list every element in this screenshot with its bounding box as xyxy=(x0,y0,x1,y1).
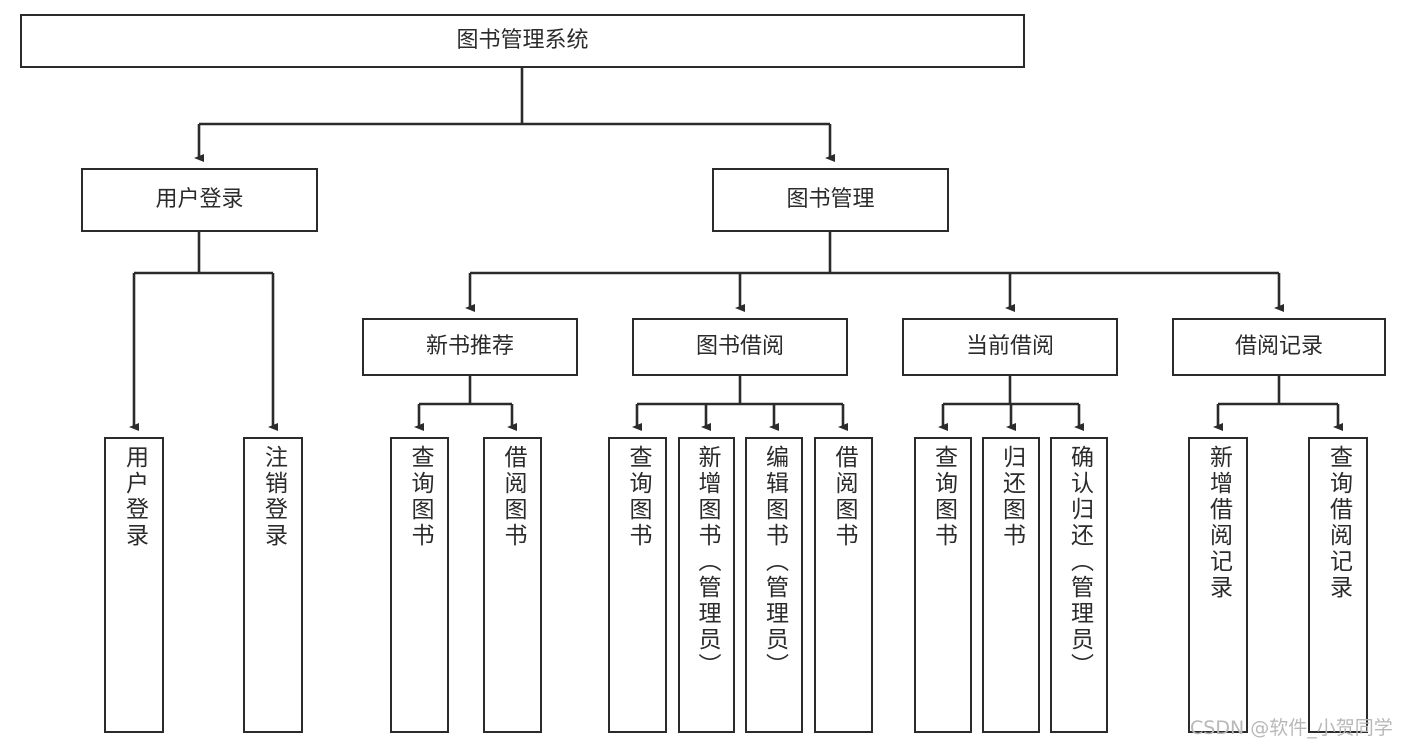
node-leaf-return-book[interactable]: 归还图书 xyxy=(982,437,1040,733)
node-borrow-record[interactable]: 借阅记录 xyxy=(1172,318,1386,376)
node-leaf-logout-label: 注销登录 xyxy=(260,445,287,549)
node-leaf-query-record[interactable]: 查询借阅记录 xyxy=(1308,437,1368,733)
node-book-borrow-label: 图书借阅 xyxy=(695,334,784,360)
node-leaf-return-book-label: 归还图书 xyxy=(998,445,1025,549)
node-leaf-query-book-2[interactable]: 查询图书 xyxy=(608,437,667,733)
node-leaf-query-record-label: 查询借阅记录 xyxy=(1325,445,1352,601)
node-leaf-logout[interactable]: 注销登录 xyxy=(243,437,303,733)
node-leaf-confirm-return[interactable]: 确认归还（管理员） xyxy=(1050,437,1108,733)
node-user-login[interactable]: 用户登录 xyxy=(81,168,318,232)
node-leaf-query-book-3-label: 查询图书 xyxy=(930,445,957,549)
node-borrow-record-label: 借阅记录 xyxy=(1234,334,1323,360)
node-leaf-add-book[interactable]: 新增图书（管理员） xyxy=(678,437,735,733)
node-leaf-borrow-book-1-label: 借阅图书 xyxy=(500,445,526,549)
node-leaf-add-record[interactable]: 新增借阅记录 xyxy=(1188,437,1248,733)
node-leaf-add-record-label: 新增借阅记录 xyxy=(1205,445,1232,601)
node-book-manage[interactable]: 图书管理 xyxy=(712,168,949,232)
node-book-borrow[interactable]: 图书借阅 xyxy=(632,318,848,376)
node-current-borrow[interactable]: 当前借阅 xyxy=(902,318,1118,376)
node-user-login-label: 用户登录 xyxy=(155,187,244,213)
node-current-borrow-label: 当前借阅 xyxy=(965,334,1054,360)
node-leaf-edit-book[interactable]: 编辑图书（管理员） xyxy=(745,437,803,733)
node-root[interactable]: 图书管理系统 xyxy=(20,14,1025,68)
node-leaf-query-book-2-label: 查询图书 xyxy=(625,445,651,549)
node-new-book-rec[interactable]: 新书推荐 xyxy=(362,318,578,376)
node-leaf-borrow-book-1[interactable]: 借阅图书 xyxy=(483,437,542,733)
node-leaf-add-book-label: 新增图书（管理员） xyxy=(694,445,720,679)
node-leaf-user-login-label: 用户登录 xyxy=(121,445,148,549)
node-leaf-borrow-book-2[interactable]: 借阅图书 xyxy=(814,437,873,733)
node-leaf-query-book-1[interactable]: 查询图书 xyxy=(390,437,449,733)
node-leaf-confirm-return-label: 确认归还（管理员） xyxy=(1066,445,1093,679)
node-leaf-query-book-1-label: 查询图书 xyxy=(407,445,433,549)
node-root-label: 图书管理系统 xyxy=(456,28,589,54)
node-book-manage-label: 图书管理 xyxy=(786,187,875,213)
node-leaf-borrow-book-2-label: 借阅图书 xyxy=(831,445,857,549)
node-leaf-edit-book-label: 编辑图书（管理员） xyxy=(761,445,788,679)
node-leaf-query-book-3[interactable]: 查询图书 xyxy=(914,437,972,733)
node-new-book-rec-label: 新书推荐 xyxy=(425,334,514,360)
node-leaf-user-login[interactable]: 用户登录 xyxy=(104,437,164,733)
